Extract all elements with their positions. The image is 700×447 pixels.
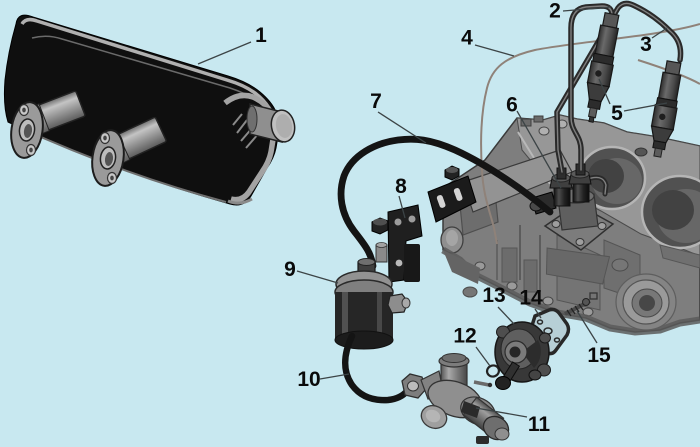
svg-text:14: 14 <box>519 287 543 310</box>
svg-text:10: 10 <box>297 368 320 391</box>
svg-text:9: 9 <box>284 258 296 281</box>
svg-text:15: 15 <box>587 344 611 367</box>
svg-text:12: 12 <box>453 325 476 348</box>
svg-text:7: 7 <box>370 90 382 113</box>
svg-text:6: 6 <box>506 94 518 117</box>
svg-text:3: 3 <box>640 33 652 56</box>
svg-text:11: 11 <box>528 413 551 436</box>
svg-text:8: 8 <box>395 175 407 198</box>
svg-text:1: 1 <box>255 24 267 47</box>
svg-text:5: 5 <box>611 102 623 125</box>
svg-text:13: 13 <box>482 284 505 307</box>
svg-text:2: 2 <box>549 0 561 23</box>
svg-text:4: 4 <box>461 27 473 50</box>
